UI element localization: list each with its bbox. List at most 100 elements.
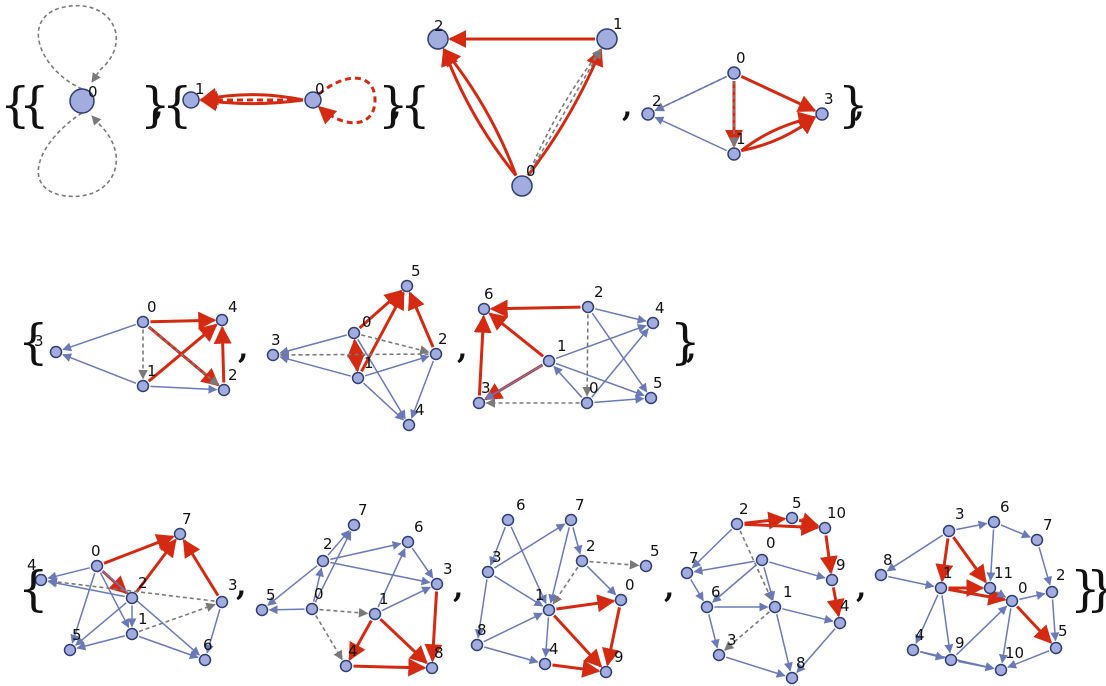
node-label-1: 1 [535, 586, 545, 604]
brace-close-2: } [140, 77, 171, 133]
comma-20: , [856, 570, 866, 605]
comma-12: , [238, 331, 248, 366]
edge-blue-1-to-3 [484, 364, 543, 400]
edge-blue-1-to-4 [915, 594, 939, 644]
brace-close-9: } [838, 77, 869, 133]
node-label-4: 4 [655, 299, 665, 317]
edge-red-0-to-2 [441, 47, 518, 177]
edge-gray-0-to-4 [315, 615, 343, 661]
node-label-1: 1 [147, 362, 157, 380]
edge-red-3-to-6 [473, 314, 492, 396]
node-label-8: 8 [796, 654, 806, 672]
edge-blue-0-to-9 [769, 561, 826, 581]
edge-blue-0-to-7 [693, 560, 755, 575]
comma-13: , [457, 331, 467, 366]
node-4 [646, 316, 660, 330]
edge-blue-0-to-3 [62, 323, 137, 352]
comma-10: , [854, 89, 864, 124]
edge-blue-3-to-6 [956, 520, 988, 531]
node-label-3: 3 [34, 332, 44, 350]
edge-blue-6-to-11 [986, 529, 996, 582]
node-2 [581, 300, 595, 314]
edge-red-2-to-6 [489, 299, 581, 318]
edge-red-1-to-8 [379, 618, 428, 665]
node-7 [680, 566, 694, 580]
node-label-2: 2 [228, 366, 238, 384]
node-label-1: 1 [138, 610, 148, 628]
edge-blue-1-to-4 [782, 608, 834, 624]
node-3 [430, 577, 444, 591]
edge-gray-0-to-1 [527, 48, 602, 177]
edge-blue-1-to-5 [555, 362, 645, 397]
node-3 [472, 396, 486, 410]
node-label-6: 6 [203, 636, 213, 654]
node-7 [173, 527, 187, 541]
node-5 [639, 559, 653, 573]
edge-blue-0-to-4 [47, 567, 90, 581]
node-3 [481, 565, 495, 579]
node-0 [347, 326, 361, 340]
edge-red-5-to-10 [798, 512, 820, 530]
edge-blue-6-to-3 [489, 526, 507, 566]
edge-red-3-to-7 [182, 538, 220, 597]
comma-17: , [236, 568, 246, 603]
node-label-0: 0 [314, 585, 324, 603]
node-4 [402, 418, 416, 432]
node-label-5: 5 [650, 542, 660, 560]
node-0 [727, 66, 741, 80]
brace-open-11: { [18, 314, 49, 370]
edge-red-2-to-5 [408, 291, 435, 348]
edge-blue-3-to-1 [493, 575, 544, 607]
node-label-3: 3 [481, 379, 491, 397]
node-6 [198, 653, 212, 667]
edge-red-2-to-7 [135, 538, 177, 593]
node-10 [818, 521, 832, 535]
edge-gray-2-to-3 [279, 350, 429, 360]
node-2 [429, 347, 443, 361]
edge-gray-2-to-0 [582, 314, 592, 397]
edge-blue-0-to-1 [763, 567, 776, 601]
edge-red-3-to-1 [935, 538, 954, 583]
edge-blue-0-to-5 [70, 572, 96, 644]
edge-blue-1-to-5 [76, 635, 125, 651]
edge-red-3-to-8 [424, 591, 443, 663]
edge-red-4-to-8 [353, 658, 427, 677]
node-1 [182, 91, 200, 109]
node-label-1: 1 [379, 590, 389, 608]
edge-blue-8-to-1 [888, 575, 935, 590]
edge-red-0-to-2 [442, 48, 518, 177]
node-2 [427, 28, 449, 50]
node-label-3: 3 [443, 560, 453, 578]
node-label-5: 5 [653, 374, 663, 392]
node-label-3: 3 [271, 331, 281, 349]
edge-blue-7-to-2 [572, 527, 583, 555]
node-3 [266, 348, 280, 362]
node-label-0: 0 [362, 313, 372, 331]
node-label-9: 9 [836, 556, 846, 574]
node-0 [755, 553, 769, 567]
edge-red-0-to-3 [740, 75, 817, 112]
edge-blue-0-to-6 [102, 570, 201, 656]
brace-open-4: { [162, 77, 193, 133]
node-5 [1049, 641, 1063, 655]
node-label-2: 2 [1056, 566, 1066, 584]
edge-blue-1-to-2 [150, 384, 218, 394]
edge-blue-1-to-8 [776, 614, 793, 672]
edge-blue-2-to-0 [586, 565, 617, 596]
edge-red-0-to-0 [317, 76, 377, 125]
node-label-0: 0 [736, 49, 746, 67]
node-label-2: 2 [138, 574, 148, 592]
edge-blue-1-to-4 [555, 324, 647, 360]
node-label-1: 1 [736, 130, 746, 148]
node-2 [575, 554, 589, 568]
node-label-2: 2 [434, 17, 444, 35]
edge-blue-1-to-6 [138, 635, 199, 660]
edge-blue-1-to-2 [654, 116, 728, 152]
edge-red-0-to-9 [602, 607, 621, 667]
edge-gray-0-to-0 [37, 112, 118, 198]
edge-blue-2-to-5 [75, 602, 127, 646]
node-2 [641, 107, 655, 121]
